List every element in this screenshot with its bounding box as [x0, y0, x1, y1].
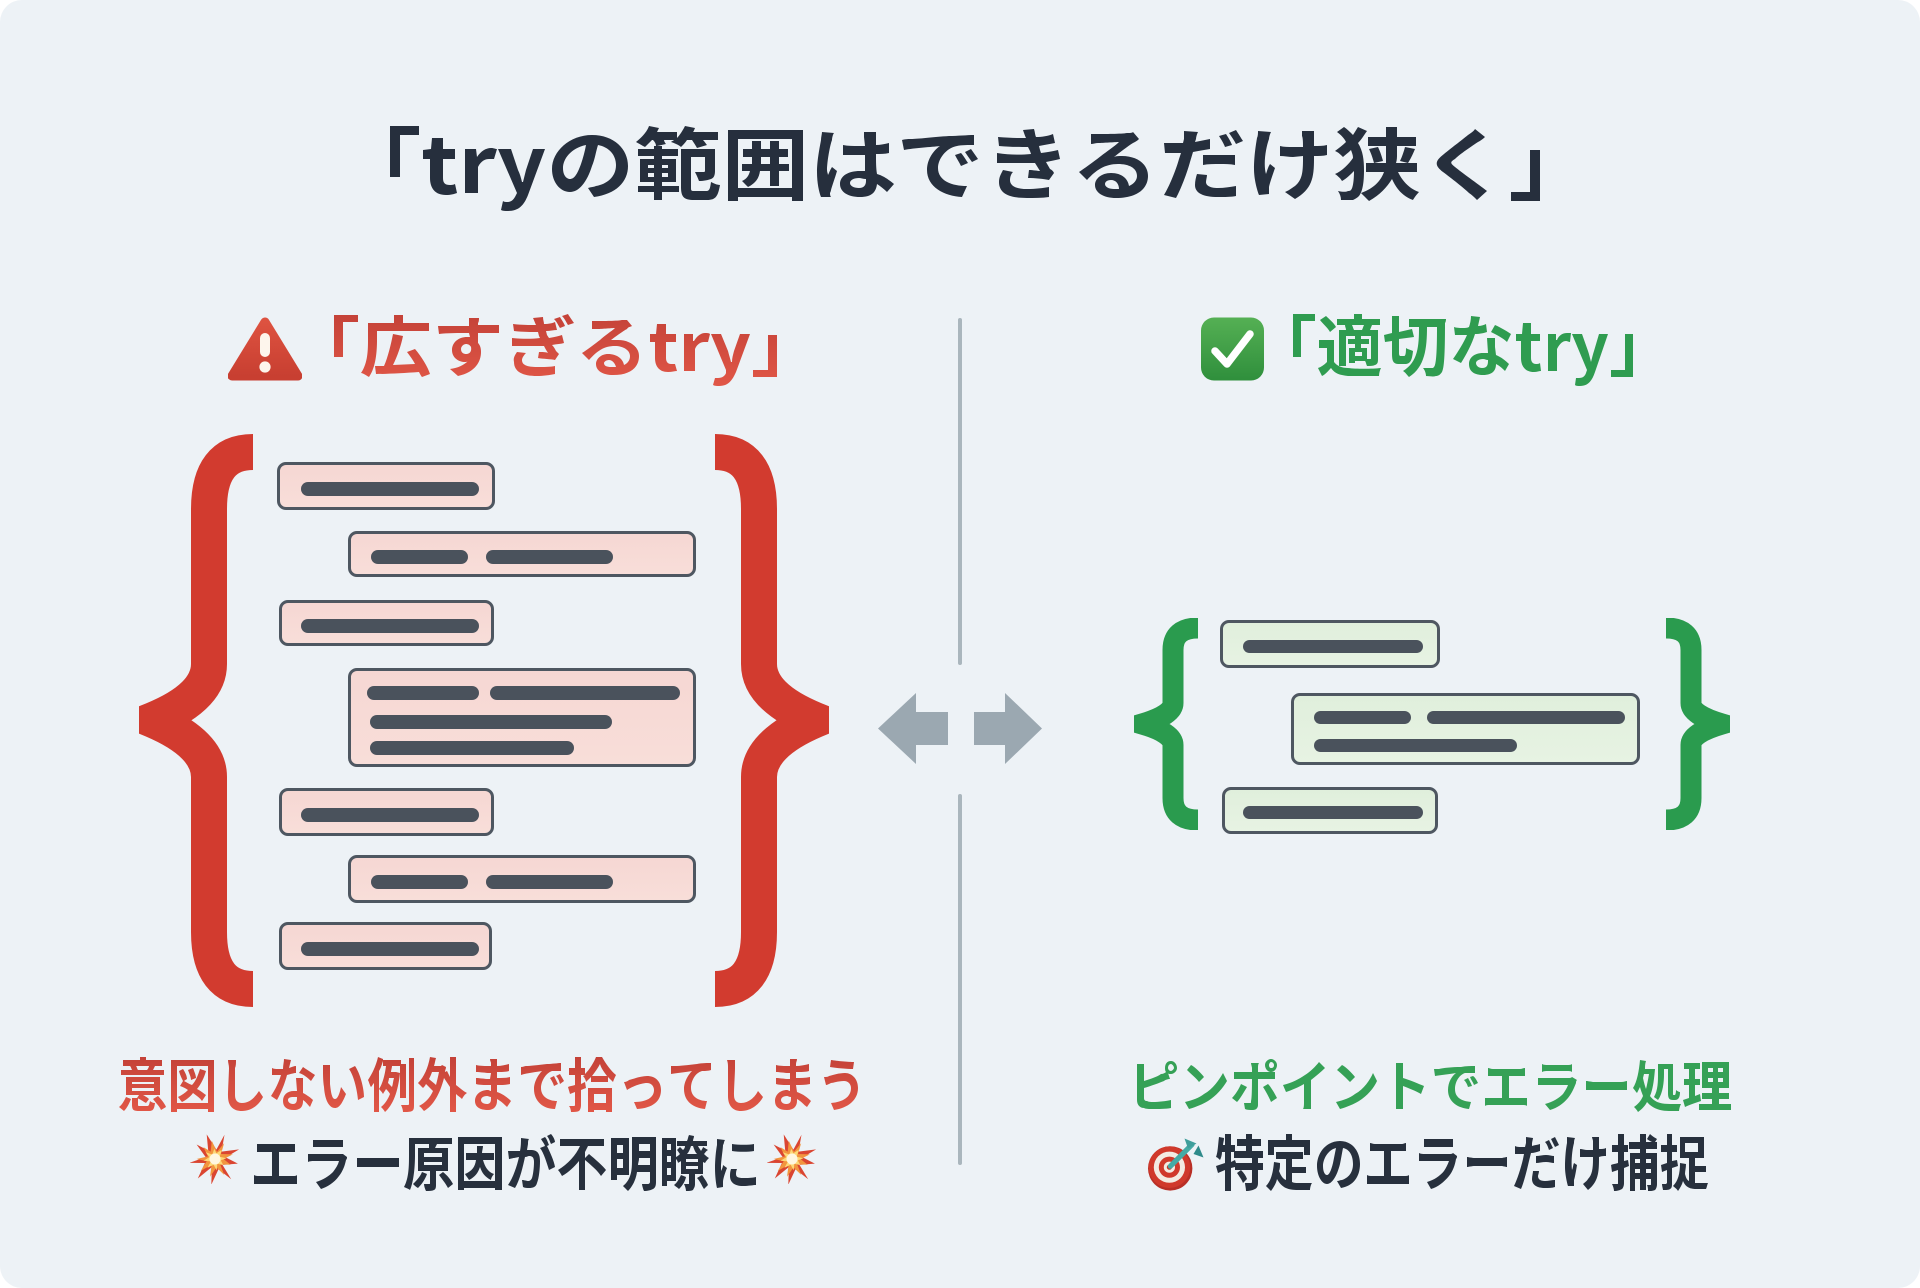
code-block-wide-3: [279, 600, 494, 646]
code-block-wide-5: [279, 788, 494, 836]
code-block-narrow-2: [1291, 693, 1640, 765]
code-text-line: [370, 715, 612, 729]
code-text-line: [1427, 711, 1625, 724]
divider-line-top: [958, 318, 962, 665]
code-text-line: [371, 550, 468, 564]
code-text-line: [301, 619, 479, 633]
code-block-wide-7: [279, 922, 492, 970]
code-text-line: [301, 942, 479, 956]
dart-target-icon: [1148, 1138, 1204, 1191]
warning-icon: [228, 317, 302, 381]
code-text-line: [301, 808, 479, 822]
code-text-line: [370, 741, 574, 755]
swap-arrow-right-icon: [974, 693, 1042, 764]
code-text-line: [1243, 640, 1423, 653]
code-text-line: [301, 482, 479, 496]
code-block-narrow-1: [1220, 620, 1440, 668]
collision-icon-right: [767, 1134, 817, 1184]
close-brace-red-icon: [713, 434, 829, 1007]
main-title-art: [390, 126, 1540, 211]
left-caption-secondary-art: [254, 1134, 756, 1191]
code-block-narrow-3: [1222, 787, 1438, 834]
code-text-line: [490, 686, 680, 700]
left-caption-primary-art: [119, 1057, 858, 1112]
check-icon: [1201, 317, 1264, 381]
code-text-line: [1314, 739, 1517, 752]
code-text-line: [486, 550, 613, 564]
swap-arrow-left-icon: [878, 693, 948, 764]
code-text-line: [1314, 711, 1411, 724]
right-caption-primary-art: [1137, 1059, 1731, 1112]
close-brace-green-icon: [1665, 618, 1730, 830]
open-brace-red-icon: [139, 434, 255, 1007]
collision-icon-left: [190, 1134, 240, 1184]
code-block-wide-4: [348, 668, 696, 767]
code-text-line: [367, 686, 479, 700]
code-text-line: [1243, 806, 1423, 819]
code-text-line: [371, 875, 468, 889]
divider-line-bottom: [958, 794, 962, 1165]
code-text-line: [486, 875, 613, 889]
right-heading-art: [1293, 314, 1633, 386]
right-caption-secondary-art: [1216, 1134, 1708, 1191]
code-block-wide-1: [277, 462, 495, 510]
open-brace-green-icon: [1134, 618, 1199, 830]
left-heading-art: [334, 314, 777, 386]
code-block-wide-2: [348, 531, 696, 577]
code-block-wide-6: [348, 855, 696, 903]
